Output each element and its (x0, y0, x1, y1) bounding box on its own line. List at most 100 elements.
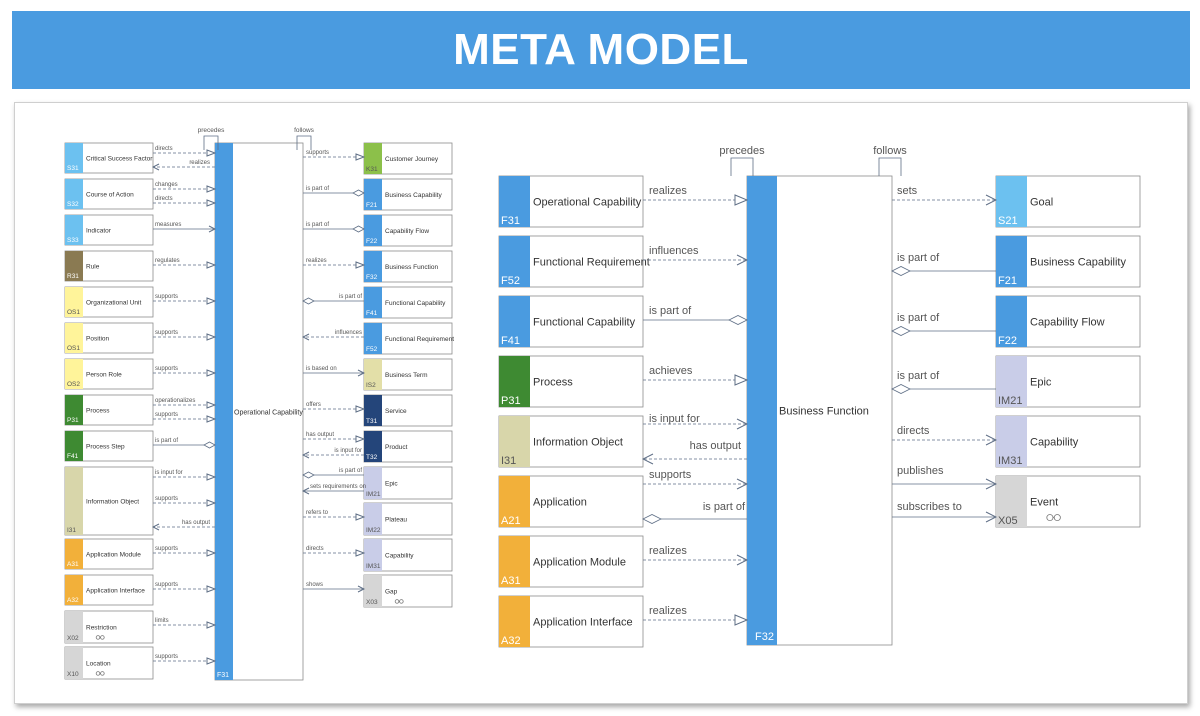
left-relation-course-of-action-changes[interactable]: changes (153, 182, 215, 189)
left-relation-position-supports[interactable]: supports (153, 330, 215, 337)
node-code: I31 (67, 527, 76, 534)
right-diagram-right-relation-capability-directs[interactable]: directs (892, 425, 996, 440)
right-diagram-right-relation-event-subscribes-to[interactable]: subscribes to (892, 501, 996, 517)
left-diagram-right-relation-service-offers[interactable]: offers (303, 402, 364, 409)
right-relation-application-interface-realizes[interactable]: realizes (643, 605, 747, 620)
right-relation-functional-capability-is-part-of[interactable]: is part of (643, 305, 748, 325)
left-relation-process-step-is-part-of[interactable]: is part of (153, 438, 216, 449)
right-relation-information-object-is-input-for[interactable]: is input for (643, 413, 747, 425)
left-relation-restriction-limits[interactable]: limits (153, 618, 215, 625)
left-relation-critical-success-factor-directs[interactable]: directs (153, 146, 215, 153)
left-diagram-right-relation-epic-is-part-of[interactable]: is part of (302, 468, 364, 479)
left-relation-course-of-action-directs[interactable]: directs (153, 196, 215, 203)
left-diagram-right-relation-functional-capability-is-part-of[interactable]: is part of (302, 294, 364, 305)
right-relation-application-module-realizes[interactable]: realizes (643, 545, 747, 560)
left-relation-information-object-has-output[interactable]: has output (153, 520, 215, 527)
left-relation-application-interface-supports[interactable]: supports (153, 582, 215, 589)
right-self-relation-precedes[interactable]: precedes (719, 145, 765, 176)
left-relation-process-supports[interactable]: supports (153, 412, 215, 419)
left-diagram-right-relation-capability-directs[interactable]: directs (303, 546, 364, 553)
right-diagram-right-relation-capability-flow-is-part-of[interactable]: is part of (891, 312, 996, 336)
left-relation-rule-regulates[interactable]: regulates (153, 258, 215, 265)
right-relation-application-supports[interactable]: supports (643, 469, 747, 484)
left-diagram-right-relation-business-term-is-based-on[interactable]: is based on (303, 366, 364, 373)
left-diagram-right-relation-functional-requirement-influences[interactable]: influences (303, 330, 364, 337)
left-relation-indicator-measures[interactable]: measures (153, 222, 215, 229)
right-self-relation-follows[interactable]: follows (873, 145, 907, 176)
node-label: Goal (1030, 196, 1053, 208)
right-diagram-right-relation-goal-sets[interactable]: sets (892, 185, 996, 200)
left-diagram-right-relation-customer-journey-supports[interactable]: supports (303, 150, 364, 157)
right-relation-process-achieves[interactable]: achieves (643, 365, 747, 380)
left-self-relation-follows[interactable]: follows (294, 127, 315, 150)
left-relation-location-supports[interactable]: supports (153, 654, 215, 661)
right-relation-information-object-has-output[interactable]: has output (643, 440, 747, 459)
left-relation-information-object-is-input-for[interactable]: is input for (153, 470, 215, 477)
left-relation-application-module-supports[interactable]: supports (153, 546, 215, 553)
left-diagram-right-relation-business-function-realizes[interactable]: realizes (303, 258, 364, 265)
right-relation-operational-capability-realizes[interactable]: realizes (643, 185, 747, 200)
left-diagram-right-relation-epic-sets-requirements-on[interactable]: sets requirements on (303, 484, 366, 491)
left-diagram-right-relation-product-is-input-for[interactable]: is input for (303, 448, 364, 455)
right-diagram-right-relation-business-capability-is-part-of[interactable]: is part of (891, 252, 996, 276)
left-relation-person-role-supports[interactable]: supports (153, 366, 215, 373)
left-relation-process-operationalizes[interactable]: operationalizes (153, 398, 215, 405)
left-diagram-right-relation-product-has-output[interactable]: has output (303, 432, 364, 439)
left-diagram-right-relation-plateau-refers-to[interactable]: refers to (303, 510, 364, 517)
left-diagram-right-relation-gap-shows[interactable]: shows (303, 582, 364, 589)
left-relation-information-object-supports[interactable]: supports (153, 496, 215, 503)
right-diagram-right-relation-event-publishes[interactable]: publishes (892, 465, 996, 484)
left-relation-critical-success-factor-realizes[interactable]: realizes (153, 160, 215, 167)
left-diagram-right-relation-business-capability-is-part-of[interactable]: is part of (303, 186, 365, 197)
left-self-relation-precedes[interactable]: precedes (198, 127, 225, 150)
left-diagram-right-relation-capability-flow-is-part-of[interactable]: is part of (303, 222, 365, 233)
right-diagram-right-relation-epic-is-part-of[interactable]: is part of (891, 370, 996, 394)
right-relation-application-is-part-of[interactable]: is part of (642, 501, 747, 524)
right-relation-functional-requirement-influences[interactable]: influences (643, 245, 747, 260)
left-relation-organizational-unit-supports[interactable]: supports (153, 294, 215, 301)
